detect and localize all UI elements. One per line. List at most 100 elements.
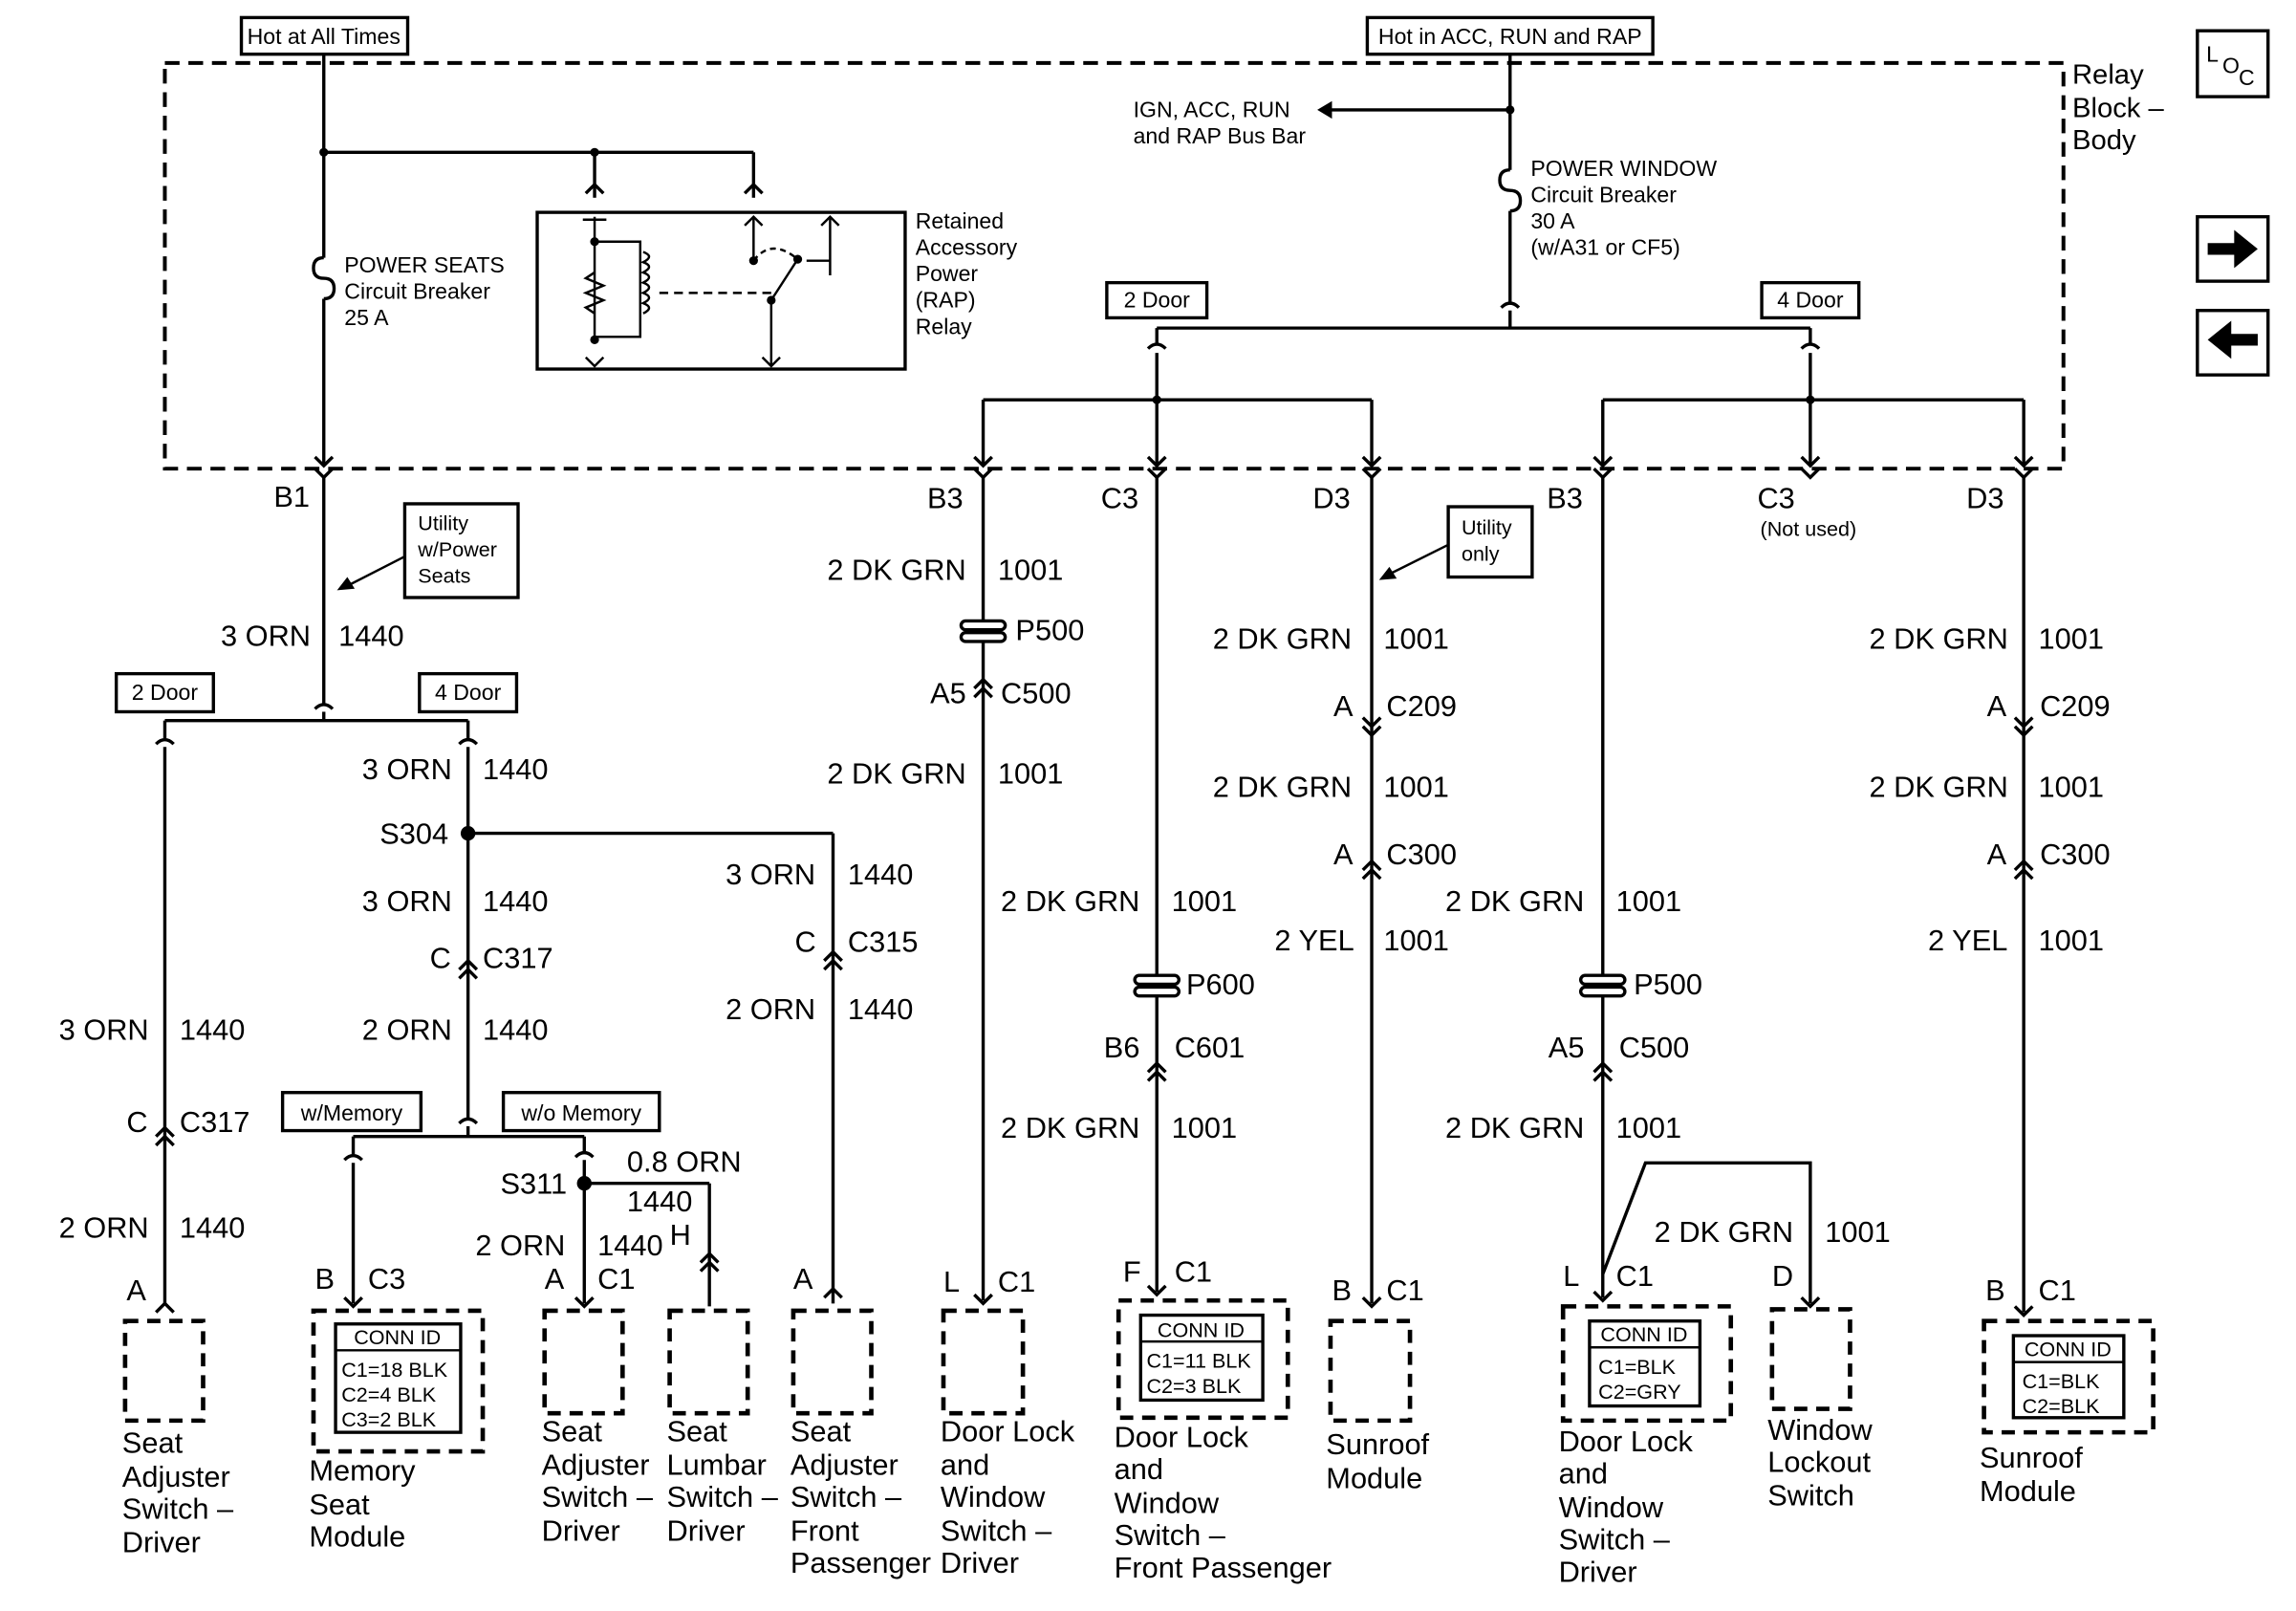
svg-text:O: O (2222, 54, 2240, 78)
svg-text:Door Lock: Door Lock (1559, 1425, 1694, 1458)
svg-text:Seat: Seat (309, 1488, 370, 1521)
pin-b-sunroof-right: B (1985, 1274, 2005, 1307)
svg-text:Module: Module (1326, 1461, 1422, 1494)
conn-c500-right: C500 (1619, 1031, 1690, 1064)
svg-text:2 Door: 2 Door (132, 680, 199, 705)
wire-dkgrn-d3-right-2: 2 DK GRN (1869, 770, 2007, 803)
svg-text:30 A: 30 A (1530, 208, 1575, 233)
relay-branch-2door (973, 353, 1382, 480)
svg-text:25 A: 25 A (344, 305, 389, 330)
svg-text:Door Lock: Door Lock (1115, 1421, 1249, 1454)
door-lock-window-switch-driver-left: Door Lock and Window Switch – Driver (941, 1308, 1075, 1579)
seat-feed-wire (155, 477, 479, 746)
prev-page-arrow-icon[interactable] (2196, 309, 2270, 377)
wire-d3-right (2013, 477, 2034, 1317)
svg-text:Driver: Driver (122, 1526, 201, 1559)
relay-4-door-label: 4 Door (1760, 280, 1861, 320)
svg-text:Switch –: Switch – (122, 1492, 234, 1526)
hot-at-all-times-label: Hot at All Times (239, 15, 410, 56)
conn-c1-sunroof-right: C1 (2039, 1274, 2076, 1307)
svg-text:C2=BLK: C2=BLK (2023, 1395, 2101, 1418)
hot-in-acc-run-rap-label: Hot in ACC, RUN and RAP (1365, 15, 1655, 56)
svg-text:Window: Window (1559, 1491, 1664, 1524)
wire-1440-left: 1440 (180, 1013, 245, 1047)
wire-2door-seat (155, 747, 175, 1314)
svg-text:Window: Window (1115, 1486, 1220, 1519)
pin-d3-left: D3 (1312, 482, 1350, 515)
node-p500-left: P500 (1015, 613, 1084, 646)
loc-icon[interactable]: L O C (2196, 29, 2270, 98)
utility-power-seats-note: Utility w/Power Seats (336, 502, 520, 599)
conn-c1-left: C1 (998, 1265, 1035, 1298)
wire-b3-right (1578, 477, 1821, 1309)
conn-c500-left: C500 (1001, 676, 1072, 709)
svg-text:(w/A31 or CF5): (w/A31 or CF5) (1530, 235, 1679, 260)
svg-text:Driver: Driver (542, 1514, 620, 1548)
svg-text:Lockout: Lockout (1767, 1446, 1871, 1479)
pin-b3-left: B3 (927, 482, 964, 515)
pin-c3-not-used: (Not used) (1761, 518, 1857, 541)
svg-text:Driver: Driver (667, 1514, 746, 1548)
node-p600: P600 (1186, 968, 1255, 1001)
svg-text:Adjuster: Adjuster (542, 1448, 650, 1482)
sunroof-module-right: CONN ID C1=BLK C2=BLK Sunroof Module (1980, 1318, 2155, 1508)
wire-1001-b3-left: 1001 (998, 554, 1063, 587)
power-seats-circuit-breaker: POWER SEATS Circuit Breaker 25 A (344, 252, 505, 330)
wo-memory-label: w/o Memory (501, 1091, 661, 1133)
wire-1001-b3-left-2: 1001 (998, 757, 1063, 791)
conn-c1-driver-right: C1 (1616, 1259, 1654, 1293)
pin-l-right: L (1563, 1259, 1579, 1293)
svg-text:Utility: Utility (1462, 516, 1512, 539)
svg-text:w/Memory: w/Memory (300, 1100, 403, 1125)
svg-text:Memory: Memory (309, 1454, 416, 1488)
svg-text:Module: Module (309, 1520, 405, 1554)
conn-a5-right: A5 (1549, 1031, 1585, 1064)
conn-c-c317: C (430, 942, 451, 975)
svg-text:and: and (1559, 1457, 1608, 1491)
svg-text:C1=BLK: C1=BLK (1598, 1356, 1677, 1379)
svg-text:Switch –: Switch – (542, 1480, 654, 1513)
wire-3orn-4door: 3 ORN (362, 752, 452, 786)
wire-3orn-left: 3 ORN (59, 1013, 149, 1047)
conn-c1-front-pass: C1 (1175, 1254, 1212, 1288)
door-lock-window-switch-front-passenger: CONN ID C1=11 BLK C2=3 BLK Door Lock and… (1115, 1297, 1332, 1584)
wire-1440-s304: 1440 (483, 884, 548, 918)
pin-b-sunroof-left: B (1332, 1274, 1352, 1307)
wire-1001-b3-right: 1001 (1616, 884, 1681, 918)
conn-c1-sunroof-left: C1 (1386, 1274, 1423, 1307)
pin-l-left: L (943, 1265, 960, 1298)
svg-text:Power: Power (916, 261, 979, 286)
pin-a-front-pass: A (793, 1262, 813, 1295)
pin-d-lockout: D (1772, 1259, 1793, 1293)
conn-c601: C601 (1175, 1031, 1245, 1064)
svg-text:L: L (2206, 41, 2219, 66)
wire-3orn-1440-main: 3 ORN (221, 620, 311, 653)
svg-text:POWER SEATS: POWER SEATS (344, 252, 505, 277)
wire-dkgrn-b3-right-2: 2 DK GRN (1445, 1111, 1584, 1144)
next-page-arrow-icon[interactable] (2196, 215, 2270, 283)
svg-text:C1=11 BLK: C1=11 BLK (1146, 1350, 1251, 1373)
w-memory-label: w/Memory (280, 1091, 423, 1133)
wire-1001-b3-right-2: 1001 (1616, 1111, 1681, 1144)
svg-text:POWER WINDOW: POWER WINDOW (1530, 156, 1717, 181)
svg-text:CONN ID: CONN ID (1600, 1323, 1687, 1346)
wire-dkgrn-d3-right: 2 DK GRN (1869, 622, 2007, 656)
svg-text:4 Door: 4 Door (1777, 288, 1844, 313)
svg-text:Lumbar: Lumbar (667, 1448, 767, 1482)
svg-text:Front Passenger: Front Passenger (1115, 1551, 1332, 1584)
splice-s311: S311 (501, 1167, 568, 1201)
bus-bar-label: IGN, ACC, RUN and RAP Bus Bar (1134, 98, 1307, 149)
svg-text:Seat: Seat (791, 1414, 852, 1448)
seat-adjuster-switch-driver: Seat Adjuster Switch – Driver (542, 1308, 654, 1548)
svg-text:Module: Module (1980, 1474, 2076, 1508)
svg-text:C3=2 BLK: C3=2 BLK (341, 1408, 437, 1431)
svg-text:Block –: Block – (2072, 94, 2165, 124)
svg-text:C1=18 BLK: C1=18 BLK (341, 1359, 448, 1382)
svg-text:and RAP Bus Bar: and RAP Bus Bar (1134, 123, 1307, 148)
svg-text:Sunroof: Sunroof (1980, 1441, 2083, 1474)
conn-a-c300-right: A (1987, 838, 2007, 871)
utility-only-note: Utility only (1378, 505, 1534, 580)
conn-c315: C315 (848, 925, 919, 959)
conn-c317: C317 (483, 942, 553, 975)
